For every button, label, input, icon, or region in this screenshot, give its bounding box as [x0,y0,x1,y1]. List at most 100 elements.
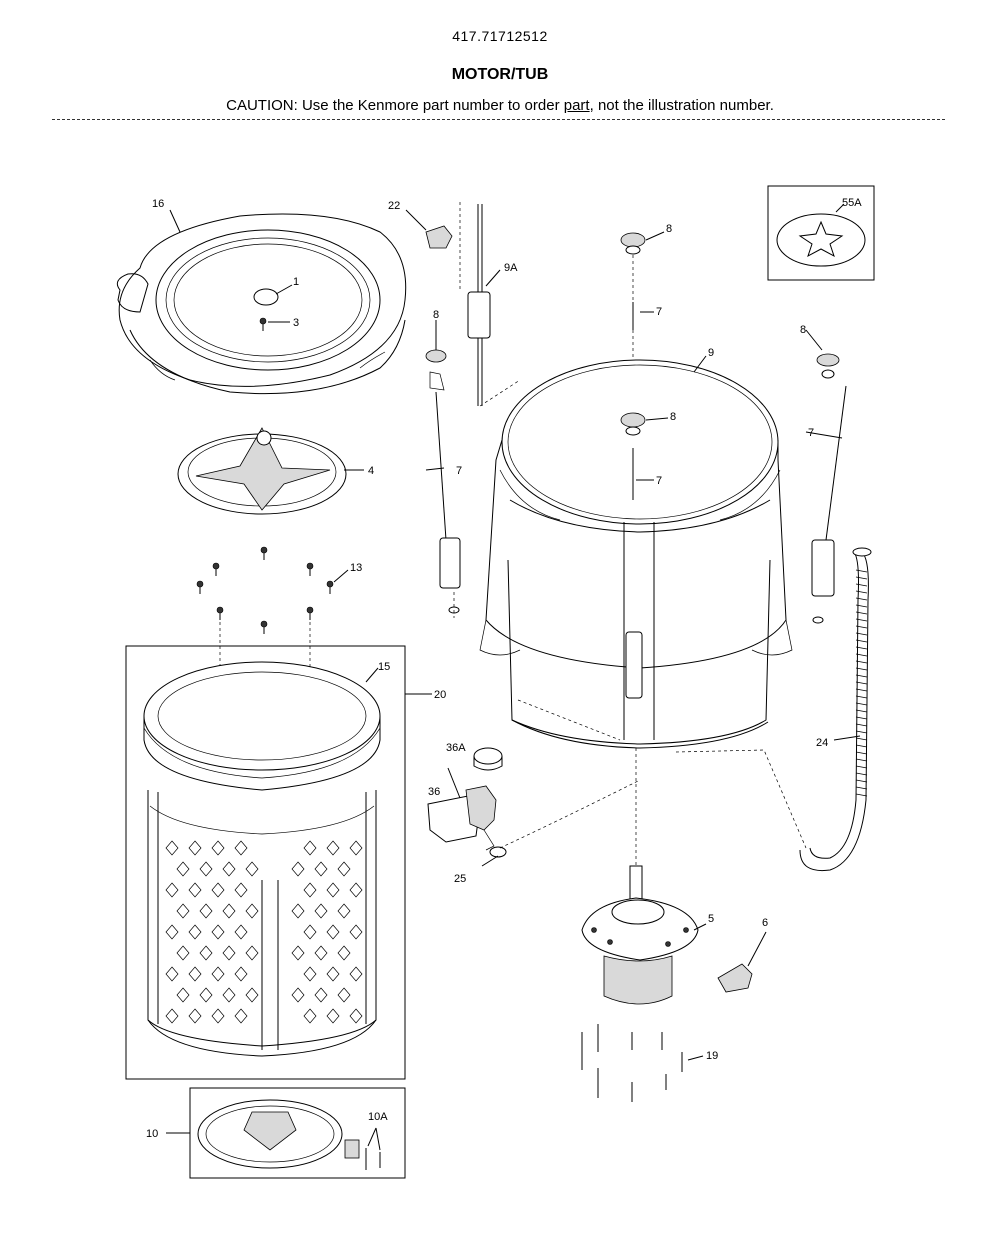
callout-8-tub: 8 [670,411,676,423]
hose-rib [855,667,868,671]
part-25-clamp[interactable] [489,846,507,858]
part-8-cap-right[interactable] [816,353,840,379]
part-20-group-box [125,645,406,1080]
hose-rib [855,590,868,594]
hose-rib [855,674,868,678]
basket-hole [326,924,340,940]
basket-hole [349,1008,363,1024]
callout-25: 25 [454,873,466,885]
basket-hole [349,924,363,940]
basket-hole [234,840,248,856]
callout-7-top: 7 [656,306,662,318]
callout-16: 16 [152,198,164,210]
basket-hole [211,966,225,982]
callout-9: 9 [708,347,714,359]
callout-15: 15 [378,661,390,673]
basket-hole [222,945,236,961]
hose-rib [855,744,868,748]
part-8-cap-left[interactable] [425,349,447,391]
basket-hole [222,987,236,1003]
hose-rib [855,737,868,741]
callout-8-right: 8 [800,324,806,336]
basket-hole [222,903,236,919]
basket-hole [349,966,363,982]
part-8-cap-top[interactable] [620,232,646,300]
callout-13: 13 [350,562,362,574]
caution-suffix: , not the illustration number. [589,97,774,114]
hose-rib [855,583,868,587]
part-36-drain-pump[interactable] [427,785,497,851]
part-19-bolts[interactable] [581,1024,683,1102]
basket-hole [188,924,202,940]
basket-hole [165,882,179,898]
callout-55A: 55A [842,197,862,209]
part-8-cap-tub[interactable] [620,412,646,436]
callout-7-right: 7 [808,427,814,439]
hose-rib [855,639,868,643]
callout-36A: 36A [446,742,466,754]
part-10-basket-base[interactable] [197,1099,343,1169]
part-15-balance-ring[interactable] [143,661,381,791]
part-7-rod-left[interactable] [435,391,461,618]
part-3-screw[interactable] [259,317,267,331]
hose-rib [855,646,868,650]
part-6-sensor[interactable] [717,931,767,993]
basket-hole [211,1008,225,1024]
basket-hole [326,840,340,856]
basket-hole [291,987,305,1003]
hose-rib [855,576,868,580]
callout-1: 1 [293,276,299,288]
part-36A-filter-cap[interactable] [473,747,503,771]
basket-hole [303,840,317,856]
part-4-pulsator[interactable] [177,427,347,515]
basket-hole [211,840,225,856]
basket-hole [176,861,190,877]
callout-19: 19 [706,1050,718,1062]
part-9A-suspension-rod[interactable] [459,202,521,407]
caution-part-link[interactable]: part [563,97,590,114]
basket-hole [234,966,248,982]
caution-note: CAUTION: Use the Kenmore part number to … [0,97,1000,114]
basket-hole [165,966,179,982]
part-9-outer-tub[interactable] [479,359,793,749]
basket-hole [188,966,202,982]
basket-hole [188,882,202,898]
basket-hole [245,987,259,1003]
part-16-tub-cover[interactable] [116,213,407,395]
hose-rib [855,716,868,720]
callout-5: 5 [708,913,714,925]
part-10A-hardware[interactable] [344,1127,381,1170]
part-1-cap[interactable] [253,288,279,306]
basket-hole [303,924,317,940]
part-7-rod-tub[interactable] [625,448,643,699]
basket-hole [165,1008,179,1024]
basket-hole [188,840,202,856]
wash-basket[interactable] [147,790,377,1057]
part-55A-inset[interactable] [767,185,875,281]
hose-rib [855,695,868,699]
hose-rib [855,625,868,629]
hose-rib [855,597,868,601]
part-24-drain-hose[interactable] [675,547,872,872]
basket-hole [245,945,259,961]
basket-hole [326,1008,340,1024]
part-5-drive-motor[interactable] [581,748,699,1005]
hose-rib [855,604,868,608]
callout-labels: 16 1 3 4 13 15 20 10 10A 22 9A 8 7 8 9 8… [146,197,862,1140]
hose-rib [855,653,868,657]
basket-hole [176,987,190,1003]
hose-rib [855,779,868,783]
basket-hole [234,1008,248,1024]
part-7-rod-right[interactable] [811,385,847,624]
callout-22: 22 [388,200,400,212]
callout-3: 3 [293,317,299,329]
basket-hole [349,840,363,856]
hose-rib [855,702,868,706]
callout-10A: 10A [368,1111,388,1123]
basket-hole [199,945,213,961]
part-22-lid-switch[interactable] [405,209,453,249]
leader-tub-dash [517,699,621,741]
part-13-screws[interactable] [196,546,334,750]
basket-hole [211,882,225,898]
hose-rib [855,723,868,727]
